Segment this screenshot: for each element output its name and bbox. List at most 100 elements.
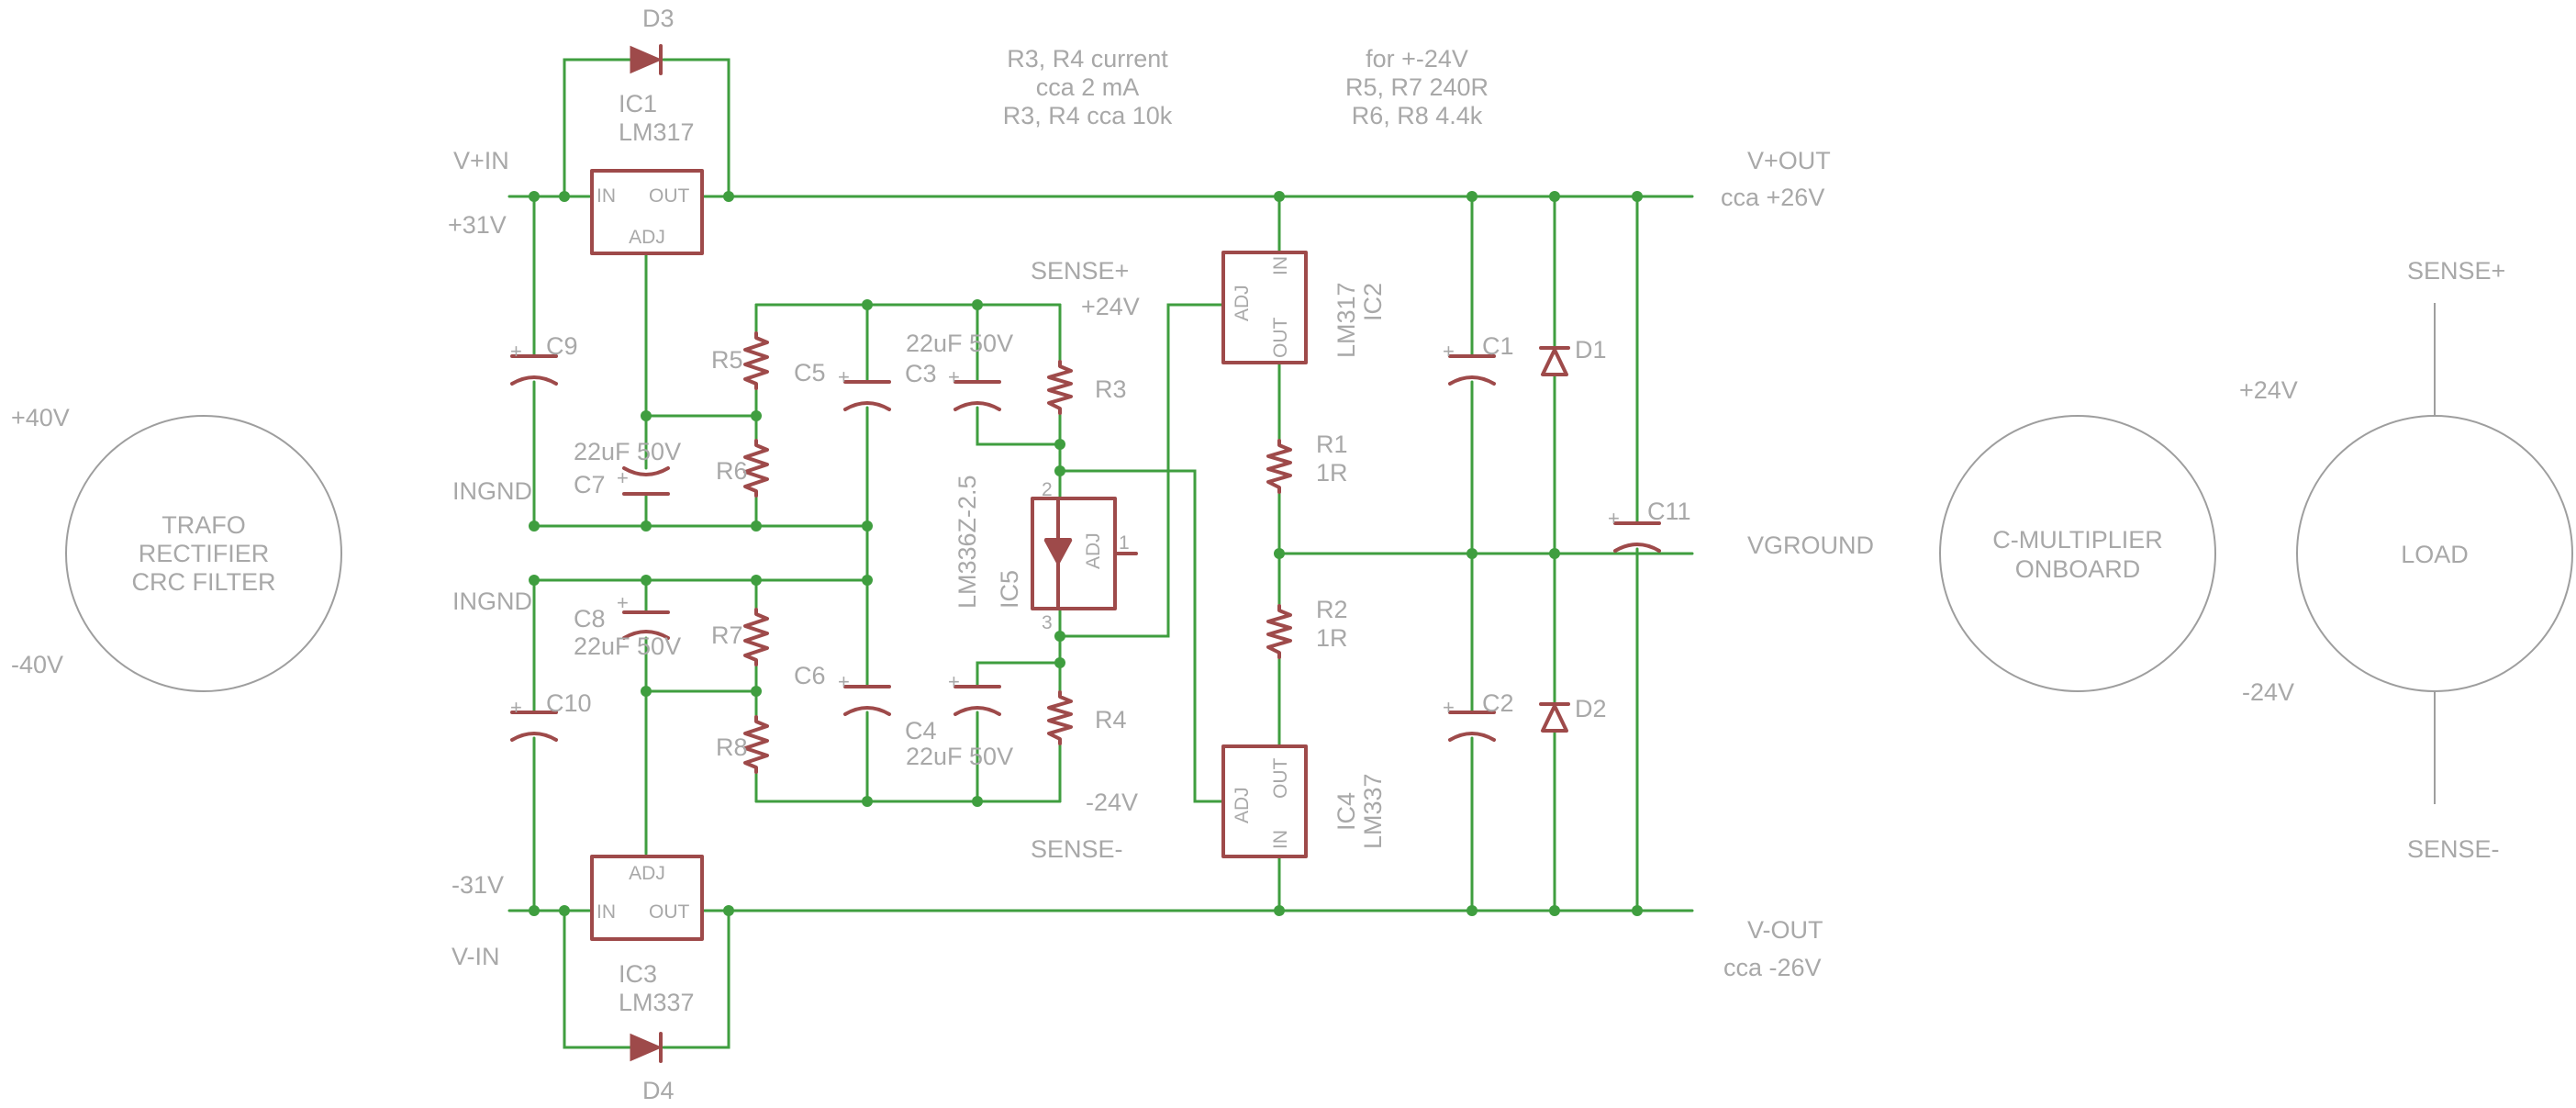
c9-label: C9 xyxy=(546,332,578,360)
c6-label: C6 xyxy=(794,662,826,689)
ic3-name: IC3 xyxy=(619,960,657,988)
ic2-pin-in: IN xyxy=(1270,256,1291,275)
ic5-pin-2: 2 xyxy=(1042,479,1053,500)
svg-text:+: + xyxy=(510,696,522,719)
label-ingnd-1: INGND xyxy=(452,477,532,505)
trafo-block: TRAFO RECTIFIER CRC FILTER xyxy=(65,415,342,692)
diode-d2: D2 xyxy=(1539,695,1607,733)
capacitor-c8: + C8 22uF 50V xyxy=(574,591,681,660)
capacitor-c6: + C6 xyxy=(794,662,891,716)
c7-label: C7 xyxy=(574,471,606,498)
label-plus-31v: +31V xyxy=(448,211,507,239)
label-v-minus-out: V-OUT xyxy=(1747,916,1823,944)
wires xyxy=(507,58,1694,1049)
label-plus-40v: +40V xyxy=(11,404,70,431)
resistor-r5: R5 xyxy=(711,331,769,390)
resistor-r1: R1 1R xyxy=(1266,431,1348,494)
ic5-pin-3: 3 xyxy=(1042,612,1053,633)
capacitor-c5: + C5 xyxy=(794,359,891,411)
ic5-name: IC5 xyxy=(996,570,1023,609)
label-ingnd-2: INGND xyxy=(452,588,532,615)
ic3-pin-out: OUT xyxy=(649,901,690,923)
ic3-value: LM337 xyxy=(619,989,695,1016)
ic2-pin-out: OUT xyxy=(1270,318,1291,359)
svg-text:+: + xyxy=(617,591,629,614)
c4-value: 22uF 50V xyxy=(906,743,1013,770)
junctions xyxy=(529,191,1643,916)
capacitor-c9: + C9 xyxy=(510,332,578,386)
ic1-name: IC1 xyxy=(619,90,657,118)
resistor-r3: R3 xyxy=(1047,360,1127,415)
c3-value: 22uF 50V xyxy=(906,330,1013,357)
ic4-regulator: ADJ OUT IN IC4 LM337 xyxy=(1221,744,1387,858)
trafo-label-2: RECTIFIER xyxy=(139,540,270,567)
ic5-pin-adj: ADJ xyxy=(1083,532,1104,569)
ic5-value: LM336Z-2.5 xyxy=(953,475,981,609)
ic1-regulator: IN OUT ADJ IC1 LM317 xyxy=(590,90,704,255)
svg-text:+: + xyxy=(1443,696,1455,719)
ic2-value: LM317 xyxy=(1333,282,1360,358)
capacitor-c7: + 22uF 50V C7 xyxy=(574,438,681,498)
label-vground: VGROUND xyxy=(1747,532,1874,559)
capacitor-c10: + C10 xyxy=(510,689,592,742)
label-v-plus-in: V+IN xyxy=(453,147,509,174)
r1-label: R1 xyxy=(1316,431,1348,458)
label-load-sense-minus: SENSE- xyxy=(2407,835,2500,863)
ic5-reference: ADJ 2 3 1 LM336Z-2.5 IC5 xyxy=(953,475,1138,633)
svg-text:+: + xyxy=(617,466,629,489)
resistor-r8: R8 xyxy=(716,715,769,774)
c11-label: C11 xyxy=(1647,498,1691,525)
ic1-pin-out: OUT xyxy=(649,185,690,207)
ic3-regulator: ADJ IN OUT IC3 LM337 xyxy=(590,855,704,1016)
label-plus-24v: +24V xyxy=(1081,293,1140,320)
diode-d1: D1 xyxy=(1539,336,1607,376)
c2-label: C2 xyxy=(1482,689,1514,717)
resistor-r2: R2 1R xyxy=(1266,596,1348,659)
d1-label: D1 xyxy=(1575,336,1607,364)
label-sense-minus: SENSE- xyxy=(1031,835,1123,863)
cmult-label-1: C-MULTIPLIER xyxy=(1992,526,2163,554)
design-notes: R3, R4 current cca 2 mA R3, R4 cca 10k f… xyxy=(1003,45,1489,129)
c3-label: C3 xyxy=(905,360,937,387)
svg-text:+: + xyxy=(838,365,850,388)
c10-label: C10 xyxy=(546,689,592,717)
label-minus-24v: -24V xyxy=(1086,789,1138,816)
note-right-1: for +-24V xyxy=(1366,45,1468,73)
svg-text:+: + xyxy=(838,670,850,693)
load-block: LOAD xyxy=(2296,303,2573,804)
ic4-name: IC4 xyxy=(1333,792,1360,831)
ic4-pin-in: IN xyxy=(1270,830,1291,849)
svg-text:+: + xyxy=(1608,507,1620,530)
c5-label: C5 xyxy=(794,359,826,386)
note-left-2: cca 2 mA xyxy=(1036,73,1140,101)
c1-label: C1 xyxy=(1482,332,1514,360)
svg-text:+: + xyxy=(1443,340,1455,363)
ic1-value: LM317 xyxy=(619,118,695,146)
capacitor-c2: + C2 xyxy=(1443,689,1514,742)
ic1-pin-adj: ADJ xyxy=(629,227,665,248)
label-cca-minus-26v: cca -26V xyxy=(1723,954,1822,981)
capacitor-c3: + 22uF 50V C3 xyxy=(905,330,1013,411)
resistor-r4: R4 xyxy=(1047,690,1127,745)
d3-label: D3 xyxy=(642,5,675,32)
resistor-r7: R7 xyxy=(711,608,769,666)
ic2-regulator: ADJ IN OUT LM317 IC2 xyxy=(1221,251,1387,364)
capacitor-c4: + C4 22uF 50V xyxy=(905,670,1013,770)
label-load-minus-24v: -24V xyxy=(2242,678,2294,706)
label-load-sense-plus: SENSE+ xyxy=(2407,257,2505,285)
capacitor-c11: + C11 xyxy=(1608,498,1691,553)
c8-label: C8 xyxy=(574,605,606,632)
label-minus-31v: -31V xyxy=(452,871,504,899)
c-multiplier-block: C-MULTIPLIER ONBOARD xyxy=(1939,415,2216,692)
r7-label: R7 xyxy=(711,621,743,649)
svg-text:+: + xyxy=(510,340,522,363)
cmult-label-2: ONBOARD xyxy=(2015,555,2141,583)
ic3-pin-in: IN xyxy=(597,901,616,923)
capacitor-c1: + C1 xyxy=(1443,332,1514,386)
net-labels: +40V -40V V+IN +31V INGND INGND -31V V-I… xyxy=(11,147,2505,981)
label-v-minus-in: V-IN xyxy=(452,943,500,970)
trafo-label-1: TRAFO xyxy=(162,511,246,539)
note-left-1: R3, R4 current xyxy=(1007,45,1168,73)
label-minus-40v: -40V xyxy=(11,651,63,678)
note-right-2: R5, R7 240R xyxy=(1345,73,1489,101)
